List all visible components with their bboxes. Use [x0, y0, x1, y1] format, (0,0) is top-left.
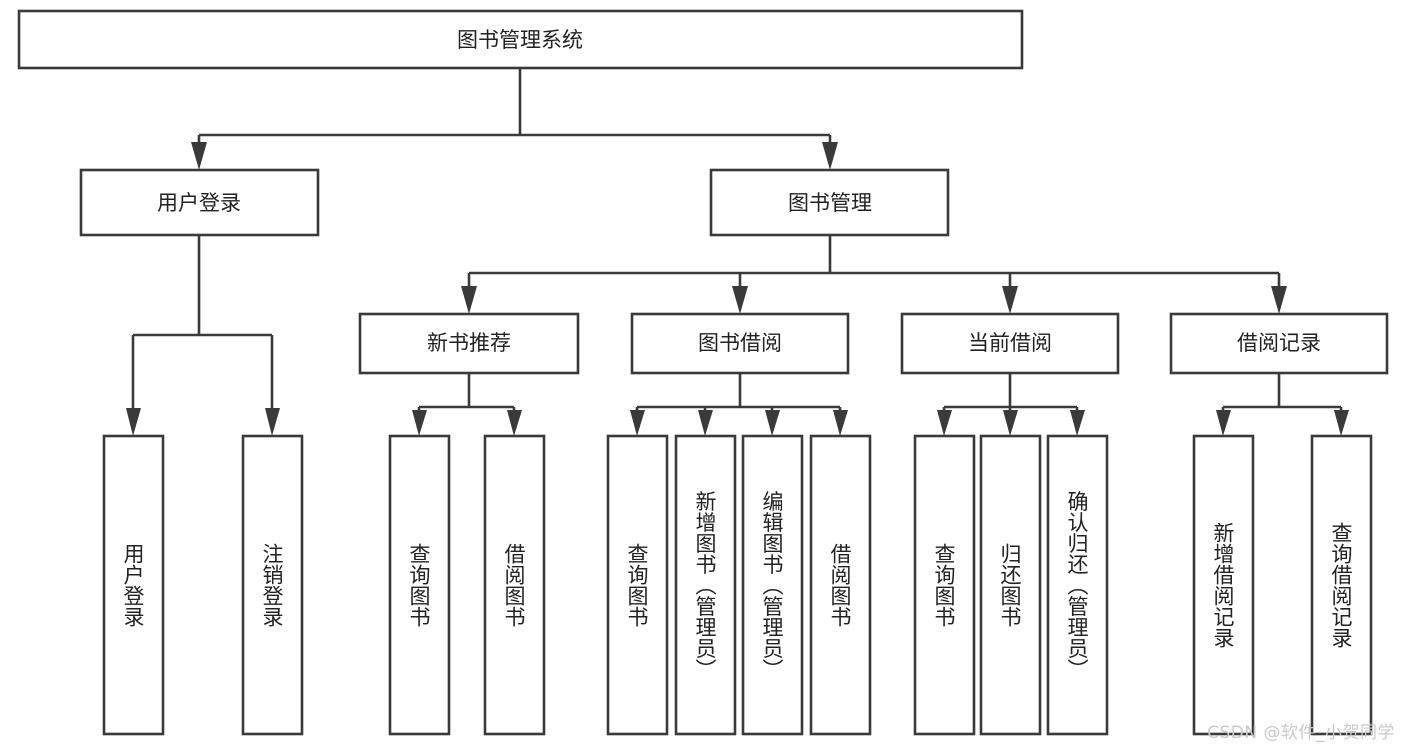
leaf-book-borrow-1-box[interactable] — [606, 434, 669, 736]
leaf-current-borrow-1-box[interactable] — [913, 434, 976, 736]
leaf-current-borrow-2-box[interactable] — [979, 434, 1042, 736]
arrow-head-leaf-current-borrow-1 — [937, 410, 952, 436]
node-new-book-recommend-box[interactable] — [358, 312, 580, 375]
leaf-book-borrow-2-box[interactable] — [674, 434, 737, 736]
leaf-book-borrow-2-label: 新增图书（管理员） — [693, 491, 717, 680]
arrow-head-leaf-book-borrow-3 — [765, 410, 780, 436]
node-borrow-record-box[interactable] — [1169, 312, 1389, 375]
node-book-borrow[interactable]: 图书借阅 — [630, 312, 850, 375]
leaf-new-book-recommend-2-label: 借阅图书 — [502, 543, 526, 627]
watermark: CSDN @软件_小贺同学 — [1207, 723, 1395, 743]
leaf-borrow-record-2-label: 查询借阅记录 — [1329, 522, 1353, 648]
leaf-borrow-record-1[interactable]: 新增借阅记录 — [1192, 434, 1255, 736]
node-book-mgmt-label: 图书管理 — [788, 191, 872, 215]
arrow-head-leaf-book-borrow-2 — [698, 410, 713, 436]
leaf-book-borrow-4[interactable]: 借阅图书 — [809, 434, 872, 736]
arrow-head-user-login — [191, 142, 207, 170]
leaf-new-book-recommend-1[interactable]: 查询图书 — [388, 434, 451, 736]
node-root[interactable]: 图书管理系统 — [17, 9, 1024, 70]
leaf-current-borrow-1-label: 查询图书 — [932, 543, 956, 627]
leaf-borrow-record-1-box[interactable] — [1192, 434, 1255, 736]
node-user-login[interactable]: 用户登录 — [79, 168, 320, 237]
leaf-new-book-recommend-1-label: 查询图书 — [407, 543, 431, 627]
leaf-user-login-1-label: 用户登录 — [121, 543, 145, 627]
node-book-mgmt[interactable]: 图书管理 — [709, 168, 950, 237]
node-user-login-box[interactable] — [79, 168, 320, 237]
leaf-user-login-2[interactable]: 注销登录 — [241, 434, 304, 736]
node-current-borrow[interactable]: 当前借阅 — [900, 312, 1120, 375]
leaf-book-borrow-1[interactable]: 查询图书 — [606, 434, 669, 736]
arrow-head-leaf-borrow-record-1 — [1216, 410, 1231, 436]
leaf-user-login-1[interactable]: 用户登录 — [102, 434, 165, 736]
arrow-head-leaf-new-book-1 — [412, 410, 427, 436]
node-book-borrow-box[interactable] — [630, 312, 850, 375]
node-borrow-record-label: 借阅记录 — [1237, 331, 1321, 355]
node-book-borrow-label: 图书借阅 — [698, 331, 782, 355]
leaf-current-borrow-3-label: 确认归还（管理员） — [1065, 491, 1089, 680]
connector-group-current-borrow — [937, 373, 1085, 436]
connector-group-new-book-recommend — [412, 373, 522, 436]
arrow-head-leaf-current-borrow-2 — [1003, 410, 1018, 436]
arrow-head-leaf-current-borrow-3 — [1070, 410, 1085, 436]
arrow-head-leaf-book-borrow-4 — [833, 410, 848, 436]
node-root-label: 图书管理系统 — [457, 28, 583, 52]
node-book-mgmt-box[interactable] — [709, 168, 950, 237]
node-user-login-label: 用户登录 — [157, 191, 241, 215]
node-root-box[interactable] — [17, 9, 1024, 70]
arrow-head-leaf-book-borrow-1 — [630, 410, 645, 436]
leaf-user-login-2-box[interactable] — [241, 434, 304, 736]
arrow-head-current-borrow — [1002, 286, 1018, 314]
leaf-new-book-recommend-2[interactable]: 借阅图书 — [483, 434, 546, 736]
leaf-borrow-record-2[interactable]: 查询借阅记录 — [1310, 434, 1373, 736]
leaf-new-book-recommend-2-box[interactable] — [483, 434, 546, 736]
leaf-current-borrow-2-label: 归还图书 — [998, 543, 1022, 627]
leaf-borrow-record-2-box[interactable] — [1310, 434, 1373, 736]
leaf-book-borrow-1-label: 查询图书 — [625, 543, 649, 627]
arrow-head-new-book-recommend — [461, 286, 477, 314]
connector-group-user-login — [126, 235, 280, 436]
node-new-book-recommend[interactable]: 新书推荐 — [358, 312, 580, 375]
leaf-book-borrow-3-box[interactable] — [741, 434, 804, 736]
connector-group-book-mgmt — [461, 235, 1287, 314]
connector-group-root — [191, 68, 838, 170]
leaf-book-borrow-4-label: 借阅图书 — [828, 543, 852, 627]
arrow-head-borrow-record — [1271, 286, 1287, 314]
leaf-borrow-record-1-label: 新增借阅记录 — [1211, 522, 1235, 648]
arrow-head-leaf-borrow-record-2 — [1334, 410, 1349, 436]
leaf-current-borrow-3[interactable]: 确认归还（管理员） — [1046, 434, 1109, 736]
arrow-head-book-mgmt — [822, 142, 838, 170]
arrow-head-leaf-user-login-1 — [126, 408, 141, 436]
leaf-new-book-recommend-1-box[interactable] — [388, 434, 451, 736]
leaf-current-borrow-1[interactable]: 查询图书 — [913, 434, 976, 736]
arrow-head-leaf-new-book-2 — [507, 410, 522, 436]
node-new-book-recommend-label: 新书推荐 — [427, 331, 511, 355]
leaf-book-borrow-4-box[interactable] — [809, 434, 872, 736]
node-current-borrow-box[interactable] — [900, 312, 1120, 375]
node-borrow-record[interactable]: 借阅记录 — [1169, 312, 1389, 375]
node-current-borrow-label: 当前借阅 — [968, 331, 1052, 355]
leaf-book-borrow-3[interactable]: 编辑图书（管理员） — [741, 434, 804, 736]
connector-group-borrow-record — [1216, 373, 1349, 436]
leaf-current-borrow-3-box[interactable] — [1046, 434, 1109, 736]
arrow-head-book-borrow — [732, 286, 748, 314]
leaf-book-borrow-2[interactable]: 新增图书（管理员） — [674, 434, 737, 736]
arrow-head-leaf-user-login-2 — [265, 408, 280, 436]
leaf-user-login-2-label: 注销登录 — [260, 543, 284, 627]
leaf-user-login-1-box[interactable] — [102, 434, 165, 736]
leaf-book-borrow-3-label: 编辑图书（管理员） — [760, 491, 784, 680]
leaf-current-borrow-2[interactable]: 归还图书 — [979, 434, 1042, 736]
connector-group-book-borrow — [630, 373, 848, 436]
